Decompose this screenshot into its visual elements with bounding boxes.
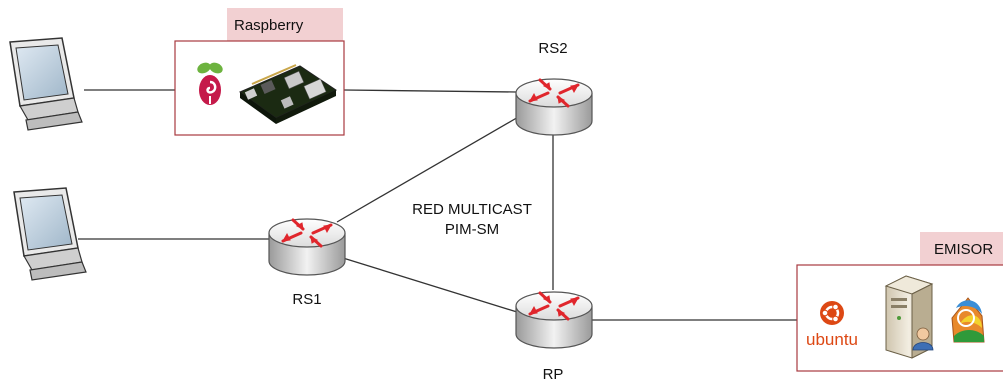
router-icon: [514, 290, 594, 350]
router-icon: [514, 77, 594, 137]
monitor-icon: [9, 37, 83, 131]
ubuntu-logo-icon: [820, 301, 844, 325]
router-rp-label: RP: [543, 366, 564, 383]
router-rs1: RS1: [267, 217, 347, 308]
raspberry-tag-label: Raspberry: [234, 17, 304, 34]
raspberry-tag: [227, 8, 343, 41]
link-raspberry-rs2: [343, 89, 517, 93]
network-label-line2: PIM-SM: [445, 221, 499, 238]
link-rs1-rp: [342, 257, 518, 313]
raspberry-board-icon: [238, 64, 338, 124]
raspberry-group: Raspberry: [174, 8, 345, 136]
link-rs1-rs2: [336, 115, 521, 223]
router-rp: RP: [514, 290, 594, 383]
monitor-icon: [13, 187, 87, 281]
user-icon: [912, 327, 934, 351]
raspberry-pi-logo-icon: [197, 62, 223, 105]
router-rs2: RS2: [514, 40, 594, 137]
vlc-player-icon: [951, 297, 985, 343]
network-links: [78, 89, 797, 321]
router-rs2-label: RS2: [538, 40, 567, 57]
router-rs1-label: RS1: [292, 291, 321, 308]
network-label-line1: RED MULTICAST: [412, 201, 532, 218]
router-icon: [267, 217, 347, 277]
emisor-group: EMISOR ubuntu: [796, 232, 1003, 372]
ubuntu-label: ubuntu: [806, 330, 858, 349]
emisor-tag-label: EMISOR: [934, 241, 993, 258]
emisor-tag: [920, 232, 1003, 265]
